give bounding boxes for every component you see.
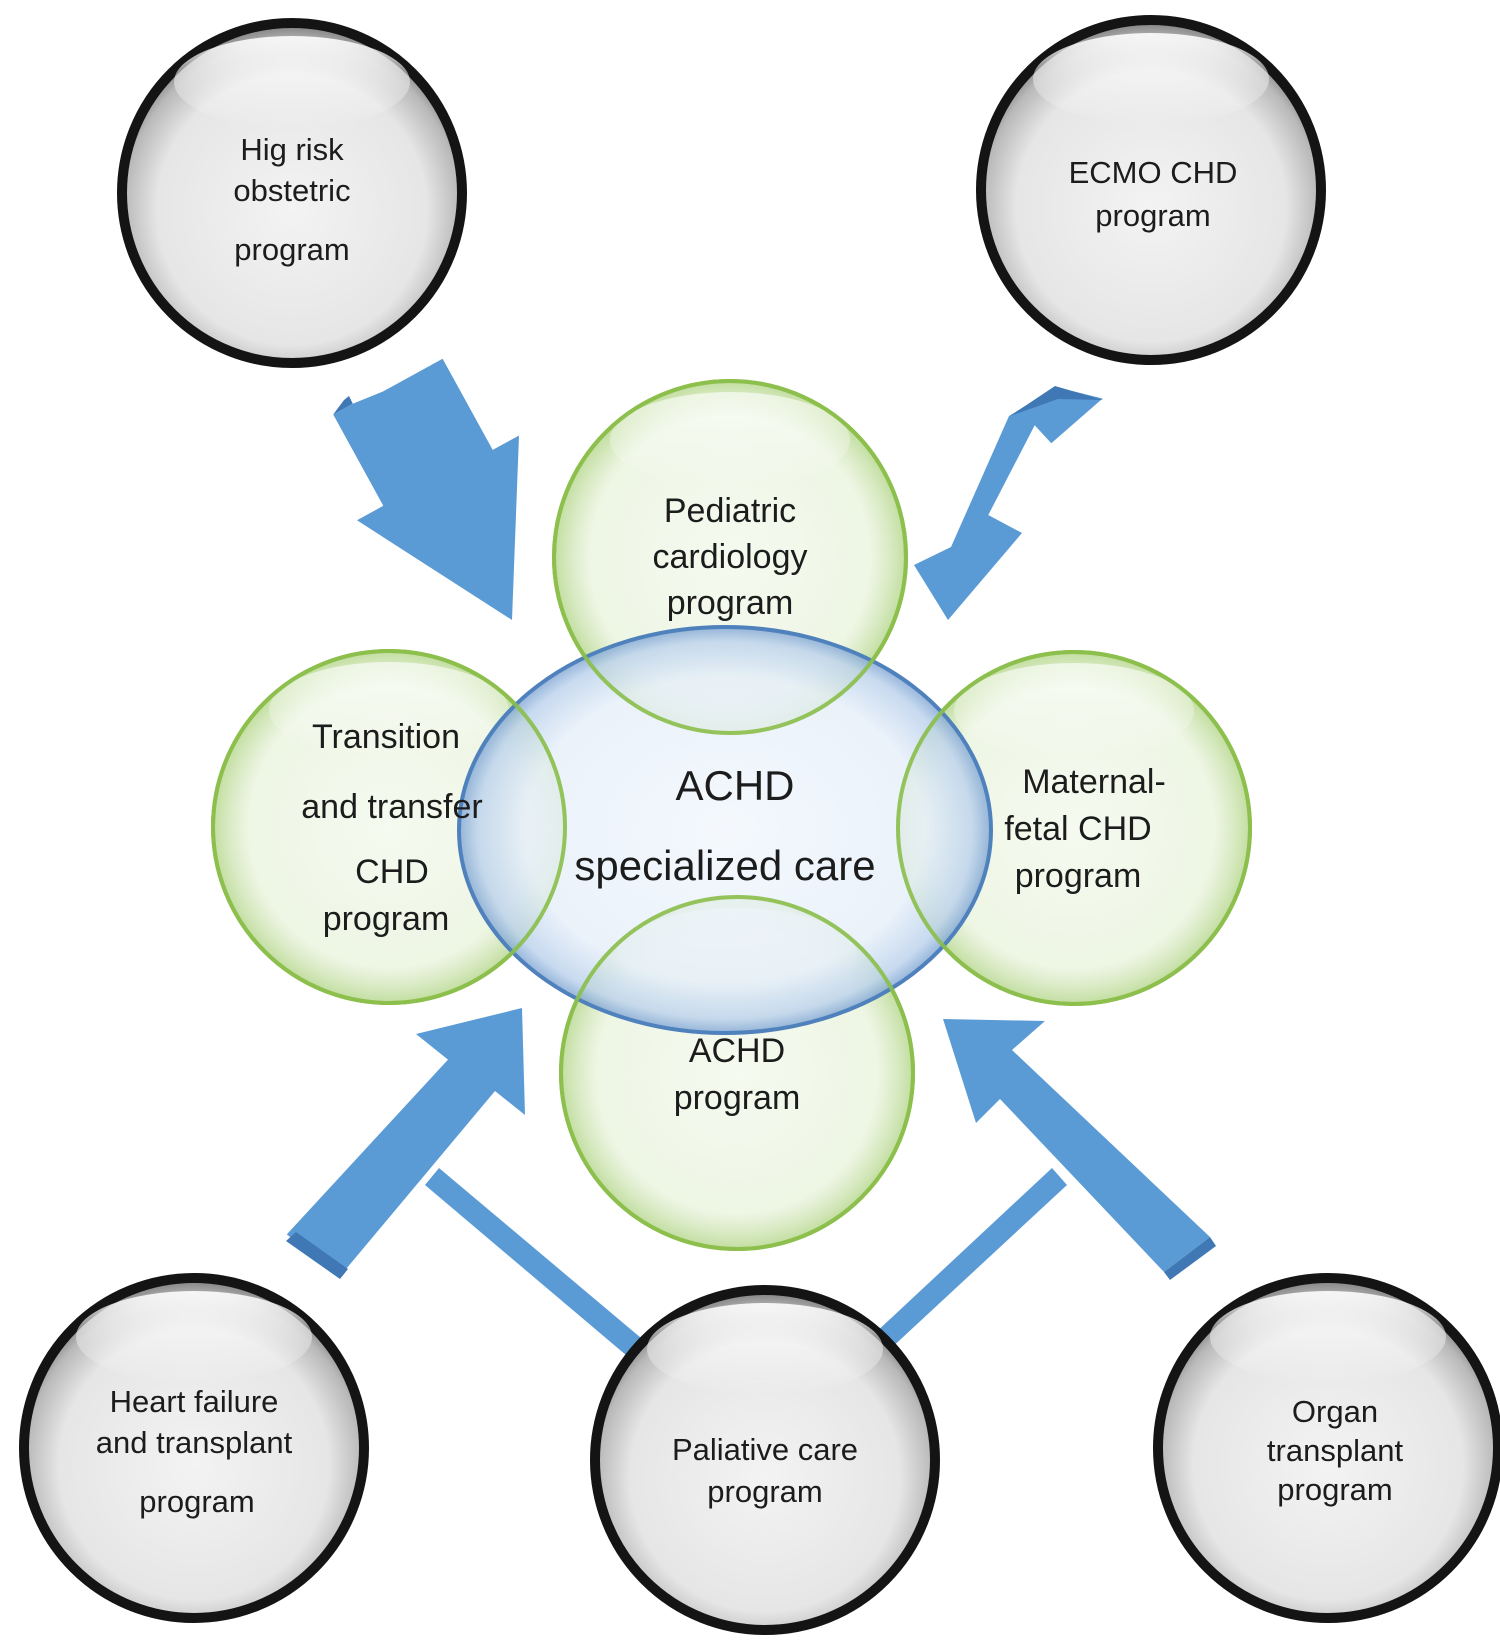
svg-text:program: program bbox=[1277, 1472, 1392, 1507]
svg-text:program: program bbox=[234, 232, 349, 267]
svg-text:ACHD: ACHD bbox=[675, 762, 794, 809]
svg-text:program: program bbox=[674, 1079, 801, 1117]
svg-text:Transition: Transition bbox=[312, 718, 460, 756]
svg-text:Maternal-: Maternal- bbox=[1022, 763, 1166, 801]
arrow-ecmo bbox=[914, 386, 1103, 620]
outer-circle-organ bbox=[1153, 1273, 1500, 1623]
outer-circle-heart-failure bbox=[19, 1273, 369, 1623]
label-pediatric: Pediatric cardiology program bbox=[653, 492, 808, 622]
svg-text:Paliative care: Paliative care bbox=[672, 1432, 858, 1467]
connector-paliative-right bbox=[873, 1168, 1067, 1351]
label-achd-program: ACHD program bbox=[674, 1032, 801, 1117]
arrow-organ bbox=[943, 1019, 1216, 1280]
svg-text:Heart failure: Heart failure bbox=[110, 1384, 279, 1419]
svg-text:program: program bbox=[323, 900, 450, 938]
svg-text:Pediatric: Pediatric bbox=[664, 492, 796, 530]
svg-text:cardiology: cardiology bbox=[653, 538, 808, 576]
outer-circle-ecmo bbox=[976, 15, 1326, 365]
outer-circle-obstetric bbox=[117, 18, 467, 368]
label-obstetric: Hig risk obstetric program bbox=[233, 132, 350, 267]
svg-text:program: program bbox=[1015, 857, 1142, 895]
svg-text:program: program bbox=[1095, 198, 1210, 233]
svg-text:and transfer: and transfer bbox=[301, 788, 482, 826]
label-organ: Organ transplant program bbox=[1267, 1394, 1404, 1507]
svg-text:ECMO CHD: ECMO CHD bbox=[1069, 155, 1238, 190]
label-heart-failure: Heart failure and transplant program bbox=[96, 1384, 293, 1519]
arrow-heart-failure bbox=[286, 1008, 525, 1279]
svg-text:fetal CHD: fetal CHD bbox=[1004, 810, 1151, 848]
svg-text:CHD: CHD bbox=[355, 853, 429, 891]
svg-text:program: program bbox=[707, 1474, 822, 1509]
label-transition: Transition and transfer CHD program bbox=[301, 718, 482, 938]
arrow-obstetric bbox=[333, 358, 519, 620]
svg-text:program: program bbox=[139, 1484, 254, 1519]
label-maternal: Maternal- fetal CHD program bbox=[1004, 763, 1165, 895]
svg-text:and transplant: and transplant bbox=[96, 1425, 293, 1460]
inner-circle-transition bbox=[211, 649, 567, 1005]
svg-text:obstetric: obstetric bbox=[233, 173, 350, 208]
label-center: ACHD specialized care bbox=[574, 762, 875, 889]
connector-paliative-left bbox=[425, 1168, 647, 1361]
center-ellipse bbox=[457, 625, 993, 1035]
svg-text:Organ: Organ bbox=[1292, 1394, 1378, 1429]
svg-text:ACHD: ACHD bbox=[689, 1032, 785, 1070]
label-paliative: Paliative care program bbox=[672, 1432, 858, 1509]
outer-circle-paliative bbox=[590, 1285, 940, 1635]
overlap-rings bbox=[211, 379, 1252, 1251]
svg-text:program: program bbox=[667, 584, 794, 622]
svg-text:specialized care: specialized care bbox=[574, 842, 875, 889]
label-ecmo: ECMO CHD program bbox=[1069, 155, 1238, 233]
svg-text:transplant: transplant bbox=[1267, 1433, 1404, 1468]
svg-text:Hig risk: Hig risk bbox=[240, 132, 344, 167]
